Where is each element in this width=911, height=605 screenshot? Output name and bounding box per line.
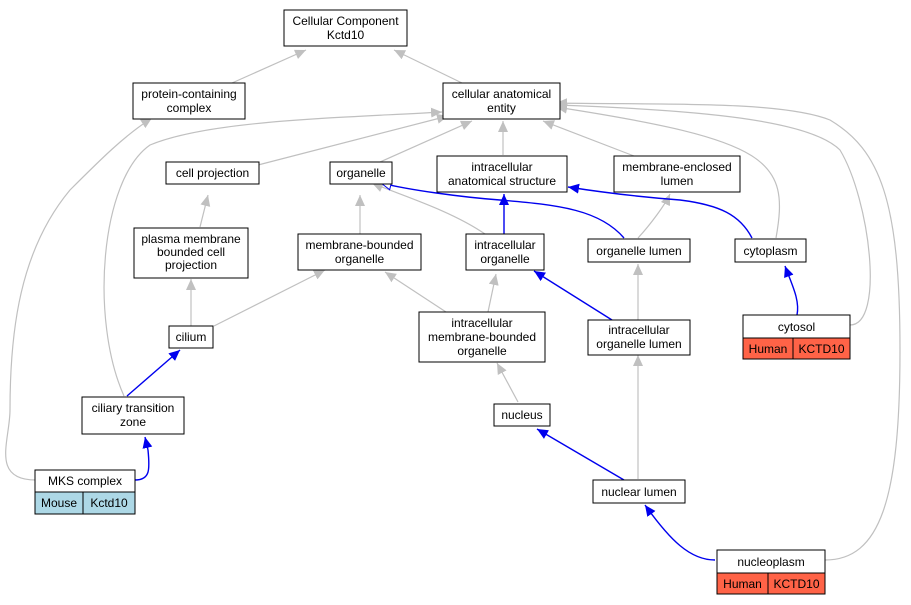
node-nucleoplasm[interactable]: nucleoplasm Human KCTD10 [716,549,826,595]
edge-nucleus-to-imbo [496,362,519,403]
cytosol-tag-gene-label: KCTD10 [798,342,844,356]
mks-tag-gene [82,491,136,515]
node-membrane-bounded-organelle[interactable]: membrane-bounded organelle [297,233,422,271]
edge-pmbcp-to-cellprojection [199,194,211,228]
node-root[interactable]: Cellular Component Kctd10 [283,9,408,47]
cytosol-tag-species-label: Human [749,342,788,356]
node-imbo-line3: organelle [457,344,507,358]
node-mks-label: MKS complex [48,474,122,488]
mks-tag-gene-label: Kctd10 [90,496,128,510]
edge-cytosol-to-cytoplasm [784,265,799,316]
nodes: Cellular Component Kctd10 protein-contai… [34,9,851,595]
node-mel-line1: membrane-enclosed [622,160,731,174]
blue-edges [126,183,799,561]
node-cytoplasm-label: cytoplasm [743,244,797,258]
edge-mel-to-cae [542,120,635,157]
node-cilium-label: cilium [176,330,207,344]
edge-cellprojection-to-cae [257,113,449,166]
node-mel-line2: lumen [661,174,694,188]
node-io-line1: intracellular [474,238,535,252]
node-cae-line2: entity [487,101,516,115]
node-pmbcp-line2: bounded cell [157,245,225,259]
node-intracellular-organelle[interactable]: intracellular organelle [465,233,545,271]
edge-iol-to-io [533,270,613,321]
edge-protein-complex-to-root [231,49,307,84]
edge-cilium-to-mbo [213,269,326,327]
node-pmbcp-line1: plasma membrane [141,232,241,246]
node-root-line2: Kctd10 [327,28,365,42]
edge-ol-to-mel [637,193,671,239]
node-cell-projection-label: cell projection [176,166,249,180]
node-intracellular-anatomical-structure[interactable]: intracellular anatomical structure [436,155,568,193]
node-cell-projection[interactable]: cell projection [165,161,260,185]
node-cytoplasm[interactable]: cytoplasm [734,238,807,263]
node-protein-complex-line2: complex [167,101,212,115]
nucleoplasm-tag-gene-label: KCTD10 [773,577,819,591]
edge-nuclearlumen-to-nucleus [536,428,625,481]
nucleoplasm-tag-species-label: Human [723,577,762,591]
node-nucleus[interactable]: nucleus [493,403,551,427]
edge-imbo-to-mbo [384,271,447,313]
node-organelle-label: organelle [336,166,386,180]
node-organelle-lumen[interactable]: organelle lumen [587,238,691,263]
node-root-line1: Cellular Component [292,14,399,28]
node-nuclear-lumen-label: nuclear lumen [601,485,676,499]
node-nucleoplasm-label: nucleoplasm [737,555,804,569]
node-plasma-membrane-bounded-cell-projection[interactable]: plasma membrane bounded cell projection [133,227,249,279]
edge-cytoplasm-to-cae [555,103,781,239]
edge-cytosol-to-cae [555,100,871,326]
node-imbo-line2: membrane-bounded [428,330,536,344]
node-membrane-enclosed-lumen[interactable]: membrane-enclosed lumen [613,155,741,193]
edge-ctz-to-cilium [126,349,181,397]
node-ctz-line2: zone [120,415,146,429]
node-ias-line2: anatomical structure [448,174,556,188]
nucleoplasm-tag-gene [767,572,826,595]
node-organelle[interactable]: organelle [329,161,393,185]
node-intracellular-organelle-lumen[interactable]: intracellular organelle lumen [587,319,691,356]
node-mks-complex[interactable]: MKS complex Mouse Kctd10 [34,469,136,515]
node-cytosol-label: cytosol [778,320,815,334]
node-protein-containing-complex[interactable]: protein-containing complex [132,82,246,120]
edge-imbo-to-io [487,273,499,313]
edge-cytoplasm-to-ias [567,183,753,239]
node-ciliary-transition-zone[interactable]: ciliary transition zone [81,396,185,435]
gray-edges [5,49,901,561]
mks-tag-species-label: Mouse [41,496,77,510]
node-ol-label: organelle lumen [596,244,681,258]
node-intracellular-membrane-bounded-organelle[interactable]: intracellular membrane-bounded organelle [418,311,546,363]
edge-nucleoplasm-to-cae [555,98,901,561]
node-imbo-line1: intracellular [451,316,512,330]
node-mbo-line2: organelle [335,252,385,266]
node-nucleus-label: nucleus [501,408,542,422]
cytosol-tag-gene [792,337,851,360]
node-ctz-line1: ciliary transition [92,401,175,415]
edge-organelle-to-cae [379,120,473,163]
node-ias-line1: intracellular [471,160,532,174]
edge-nucleoplasm-to-nuclearlumen [644,504,716,561]
edge-mks-to-protein-complex [5,117,153,481]
node-iol-line2: organelle lumen [596,337,681,351]
node-pmbcp-line3: projection [165,258,217,272]
node-iol-line1: intracellular [608,323,669,337]
edge-ol-to-organelle [381,183,625,239]
node-nuclear-lumen[interactable]: nuclear lumen [592,479,686,504]
edge-ctz-to-cae [103,107,443,397]
node-protein-complex-line1: protein-containing [141,87,236,101]
node-mbo-line1: membrane-bounded [305,238,413,252]
node-cilium[interactable]: cilium [168,325,214,349]
edge-mks-to-ctz [134,436,153,481]
node-cytosol[interactable]: cytosol Human KCTD10 [742,314,851,360]
edge-cae-to-root [393,49,463,84]
node-cae-line1: cellular anatomical [452,87,551,101]
node-io-line2: organelle [480,252,530,266]
node-cellular-anatomical-entity[interactable]: cellular anatomical entity [442,82,561,120]
